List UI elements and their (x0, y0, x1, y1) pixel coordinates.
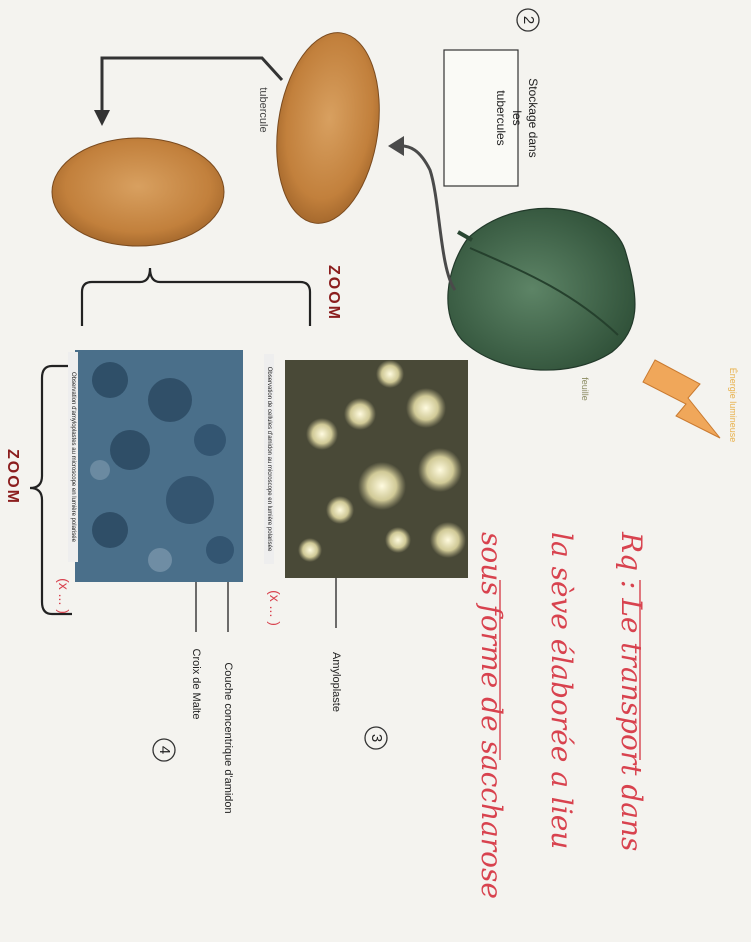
step-number-3: 3 (364, 728, 388, 748)
amyloplast-micrograph (285, 360, 468, 578)
zoom-brace-top (82, 268, 310, 326)
note-line-3: sous forme de saccharose (474, 532, 508, 942)
tuber-storage-illustration (265, 26, 391, 230)
feuille-label: feuille (578, 364, 592, 414)
magnification-mark-bottom: (x ... ) (54, 566, 74, 626)
energie-label: Énergie lumineuse (726, 350, 740, 460)
zoom-label-left: ZOOM (1, 442, 23, 512)
tubercule-label: tubercule (255, 75, 271, 145)
lightning-icon (643, 360, 720, 438)
polarized-micrograph (75, 350, 243, 582)
zoom-label-top: ZOOM (322, 258, 344, 328)
tuber-zoom-illustration (52, 138, 224, 246)
couche-label: Couche concentrique d'amidon (220, 658, 236, 818)
note-line-2: la sève élaborée a lieu (544, 532, 578, 942)
note-line-1: Rq : Le transport dans (614, 532, 648, 942)
amyloplaste-label: Amyloplaste (328, 632, 344, 732)
caption-polarized: Observation d'amyloplastes au microscope… (68, 352, 78, 562)
caption-amyloplast: Observation de cellules d'amidon au micr… (264, 354, 274, 564)
croix-label: Croix de Malte (188, 639, 204, 729)
leaf-to-tuber-arrowhead (388, 136, 404, 156)
step-number-4: 4 (152, 740, 176, 760)
magnification-mark-top: (x ... ) (265, 578, 285, 638)
step-number-2: 2 (516, 10, 540, 30)
tuber-link-arrowhead (94, 110, 110, 126)
leaf-illustration (448, 208, 635, 370)
storage-box-line3: tubercules (491, 63, 511, 173)
